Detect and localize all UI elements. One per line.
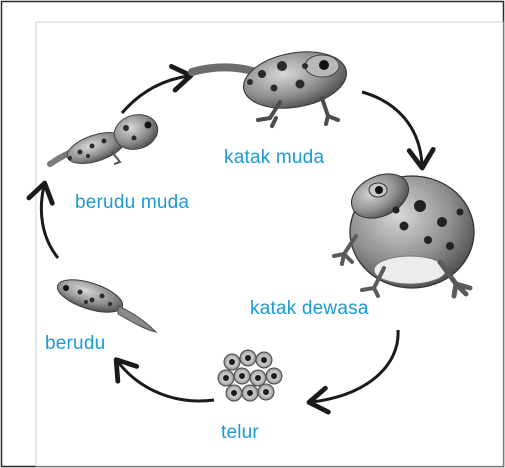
label-berudu: berudu xyxy=(45,333,106,354)
katak-dewasa-illustration xyxy=(332,173,475,299)
katak-muda-illustration xyxy=(188,51,348,128)
label-telur: telur xyxy=(221,422,259,443)
berudu-muda-illustration xyxy=(47,114,159,167)
arrow-berudu-to-berudu-muda xyxy=(26,180,60,259)
arrow-katak-muda-to-katak-dewasa xyxy=(361,90,436,171)
inner-frame xyxy=(35,21,504,467)
label-katak-muda: katak muda xyxy=(224,147,325,168)
berudu-illustration xyxy=(56,279,158,333)
label-katak-dewasa: katak dewasa xyxy=(250,298,369,319)
telur-illustration xyxy=(217,349,283,402)
arrow-telur-to-berudu xyxy=(113,357,215,403)
label-berudu-muda: berudu muda xyxy=(75,192,190,213)
arrow-berudu-muda-to-katak-muda xyxy=(120,64,194,114)
arrow-katak-dewasa-to-telur xyxy=(306,329,400,415)
